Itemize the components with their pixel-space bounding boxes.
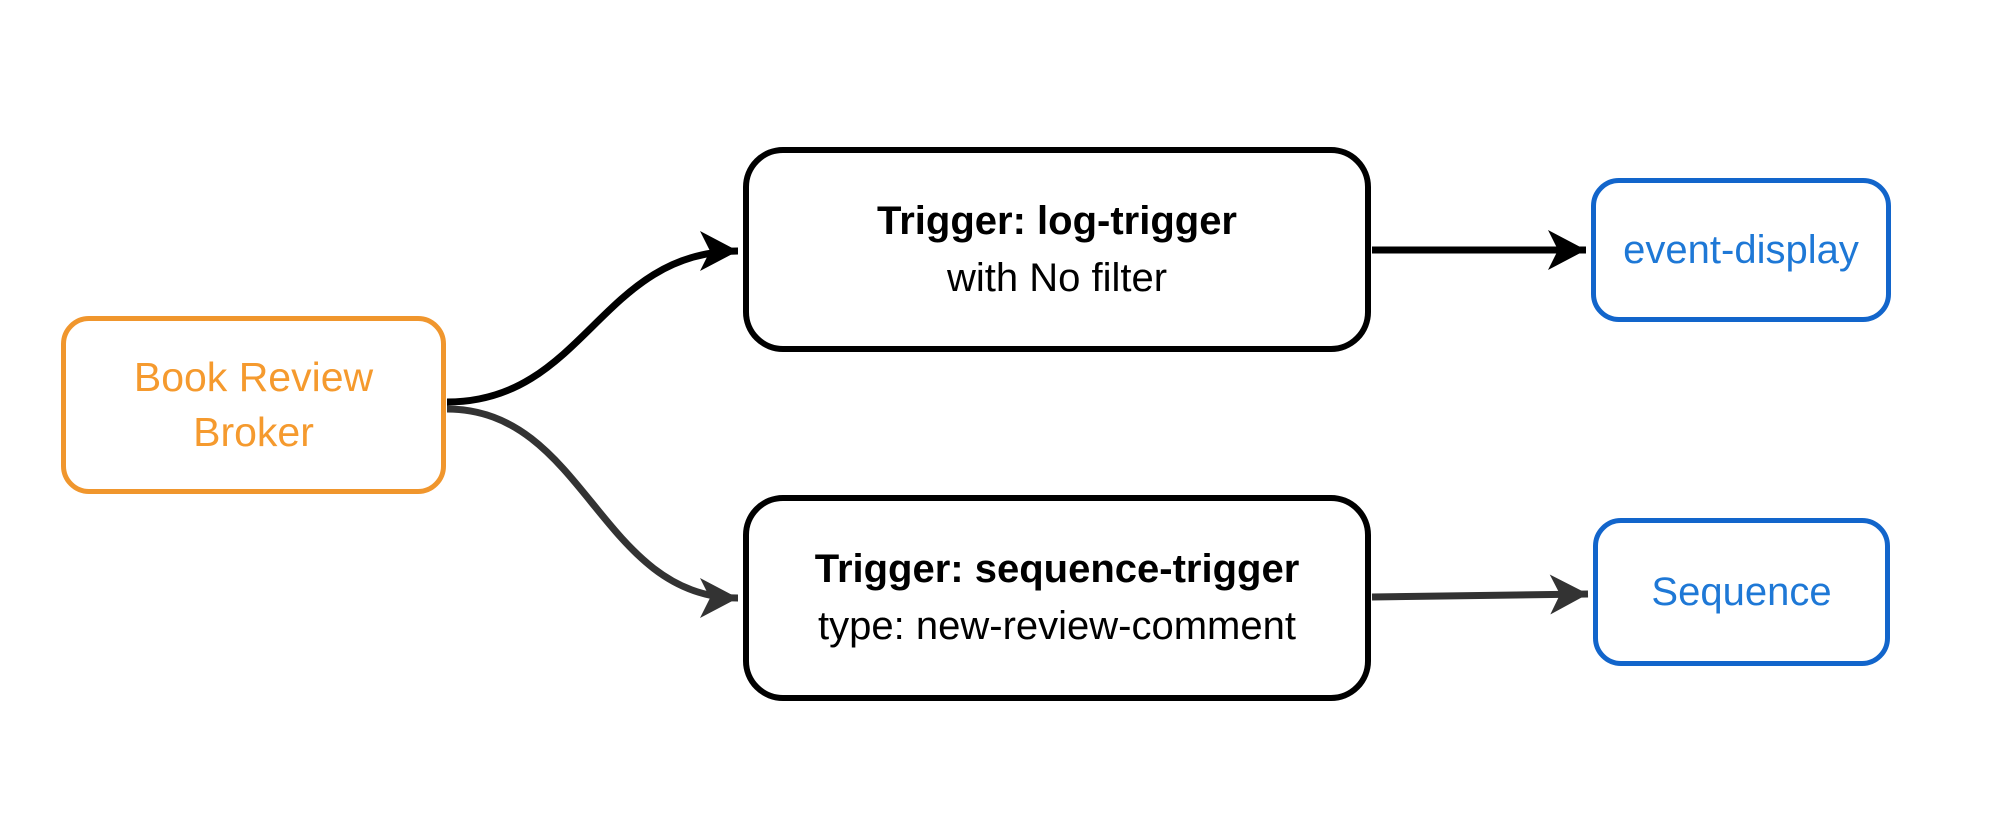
node-title: Trigger: log-trigger xyxy=(877,198,1237,243)
node-log-trigger: Trigger: log-trigger with No filter xyxy=(743,147,1371,352)
node-label: Sequence xyxy=(1651,569,1832,614)
edge-broker-to-log-trigger xyxy=(446,231,739,406)
node-subtitle: with No filter xyxy=(946,255,1168,300)
edge-sequence-trigger-to-sequence xyxy=(1371,574,1589,615)
node-sequence-trigger: Trigger: sequence-trigger type: new-revi… xyxy=(743,495,1371,701)
node-label: event-display xyxy=(1623,227,1859,272)
node-label-line: Broker xyxy=(193,409,314,455)
node-sequence: Sequence xyxy=(1593,518,1890,666)
node-event-display: event-display xyxy=(1591,178,1891,322)
node-label-line: Book Review xyxy=(133,354,374,400)
node-book-review-broker: Book Review Broker xyxy=(61,316,446,494)
node-subtitle: type: new-review-comment xyxy=(818,604,1296,648)
node-title: Trigger: sequence-trigger xyxy=(814,547,1300,591)
edge-broker-to-sequence-trigger xyxy=(446,405,739,618)
